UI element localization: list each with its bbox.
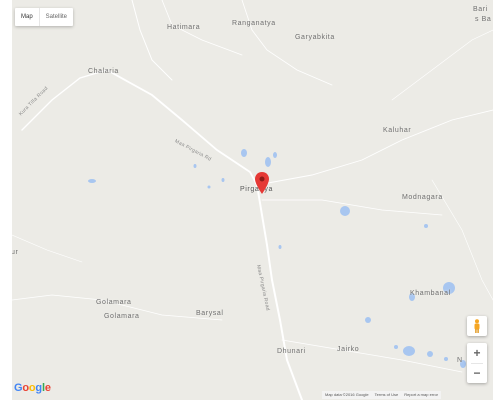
place-modnagara: Modnagara — [402, 194, 443, 201]
water-3 — [273, 152, 277, 158]
logo-letter: o — [28, 382, 36, 394]
water-6 — [207, 185, 211, 189]
road-top-a — [161, 0, 243, 56]
google-logo[interactable]: Google — [14, 382, 51, 394]
report-map-error-link[interactable]: Report a map error — [404, 392, 439, 397]
road-sw-2 — [12, 234, 83, 263]
road-right — [431, 179, 493, 301]
road-southwest — [12, 294, 223, 321]
road-southeast — [281, 339, 463, 373]
water-7 — [221, 178, 225, 182]
place-pirgaria: Pirgariya — [240, 186, 274, 193]
place-golamara-2: Golamara — [104, 313, 140, 320]
road-top-b — [241, 0, 333, 86]
map-canvas[interactable]: Hatimara Ranganatya Garyabkita Chalaria … — [12, 0, 493, 400]
zoom-in-button[interactable]: + — [473, 346, 481, 360]
location-pin-icon[interactable] — [255, 172, 269, 194]
terms-of-use-link[interactable]: Terms of Use — [374, 392, 399, 397]
place-ranganatya: Ranganatya — [232, 20, 276, 27]
water-10 — [424, 224, 428, 228]
water-18 — [394, 345, 398, 349]
map-base — [12, 0, 493, 400]
water-17 — [460, 360, 466, 368]
place-top-right-2: s Ba — [475, 16, 492, 23]
water-8 — [340, 206, 350, 216]
water-12 — [409, 293, 415, 301]
water-5 — [88, 179, 96, 183]
place-golamara-1: Golamara — [96, 299, 132, 306]
place-dhunari: Dhunari — [277, 348, 306, 355]
place-hatimara: Hatimara — [167, 24, 201, 31]
zoom-control: + − — [467, 343, 487, 383]
map-type-satellite-button[interactable]: Satellite — [38, 8, 73, 26]
water-14 — [403, 346, 415, 356]
logo-letter: G — [14, 382, 23, 394]
water-2 — [265, 157, 271, 167]
water-16 — [444, 357, 448, 361]
place-kaluhar: Kaluhar — [383, 127, 412, 134]
place-jairko: Jairko — [337, 346, 360, 353]
map-data-attribution: Map data ©2016 Google — [325, 392, 369, 397]
logo-letter: g — [35, 382, 42, 394]
road-ne — [391, 29, 493, 101]
pegman-icon — [474, 319, 480, 333]
road-north-spur — [131, 0, 173, 81]
zoom-out-button[interactable]: − — [473, 366, 481, 380]
road-east-2 — [261, 199, 443, 216]
logo-letter: e — [44, 382, 51, 394]
place-khambanal: Khambanal — [410, 290, 451, 297]
road-south — [256, 184, 303, 400]
place-barysal: Barysal — [196, 310, 224, 317]
water-4 — [193, 164, 197, 168]
water-13 — [365, 317, 371, 323]
logo-letter: l — [41, 382, 45, 394]
street-view-pegman[interactable] — [467, 316, 487, 336]
zoom-divider — [471, 363, 483, 364]
water-11 — [443, 282, 455, 294]
map-type-control: Map Satellite — [15, 8, 74, 26]
road-east — [256, 109, 493, 186]
water-15 — [427, 351, 433, 357]
place-top-right-1: Bari — [473, 6, 488, 13]
place-right-edge: N — [457, 357, 463, 364]
place-garyabkita: Garyabkita — [295, 34, 335, 41]
road-north — [106, 69, 258, 186]
place-left-edge: npur — [12, 249, 19, 256]
map-footer: Map data ©2016 Google Terms of Use Repor… — [322, 391, 442, 399]
map-type-map-button[interactable]: Map — [21, 14, 33, 20]
road-northwest — [21, 69, 108, 131]
logo-letter: o — [22, 382, 29, 394]
water-9 — [278, 245, 282, 249]
place-chalaria: Chalaria — [88, 68, 119, 75]
water-1 — [241, 149, 247, 157]
